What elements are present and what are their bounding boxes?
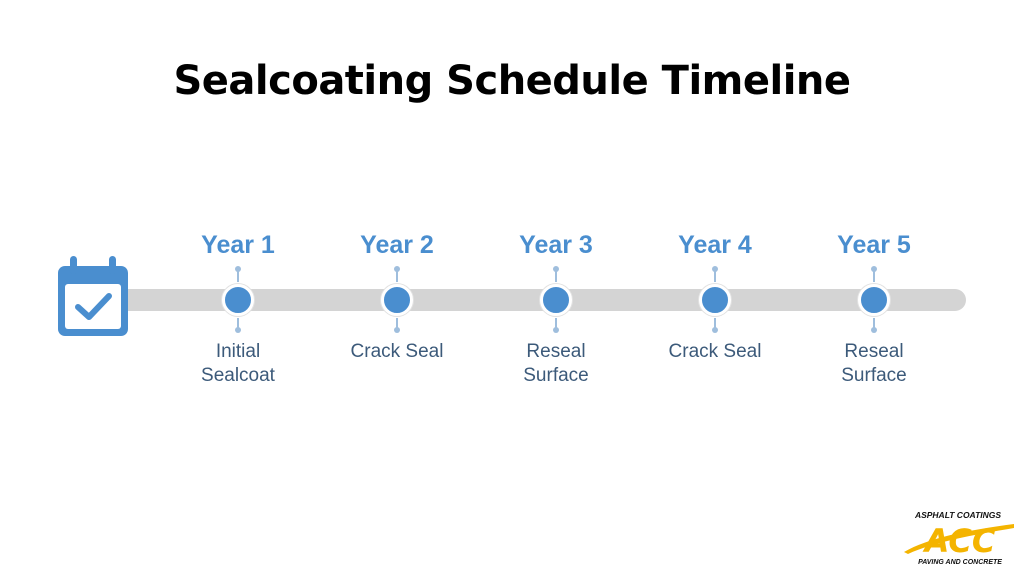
milestone-description: Reseal Surface: [476, 340, 636, 388]
connector-line: [555, 268, 557, 282]
milestone-description: Crack Seal: [635, 340, 795, 364]
connector-dot: [712, 327, 718, 333]
timeline-node: [540, 284, 572, 316]
description-line: Crack Seal: [668, 341, 762, 362]
logo-mark: ACC: [922, 522, 996, 560]
milestone-description: Reseal Surface: [794, 340, 954, 388]
connector-line: [396, 318, 398, 330]
timeline-node: [858, 284, 890, 316]
connector-line: [237, 318, 239, 330]
connector-line: [396, 268, 398, 282]
description-line: Initial: [215, 341, 261, 362]
connector-line: [237, 268, 239, 282]
company-logo: ASPHALT COATINGS ACC PAVING AND CONCRETE: [904, 510, 1014, 566]
connector-dot: [871, 327, 877, 333]
connector-line: [714, 268, 716, 282]
connector-line: [873, 268, 875, 282]
timeline-node: [699, 284, 731, 316]
connector-line: [555, 318, 557, 330]
calendar-check-icon: [58, 256, 128, 336]
connector-line: [873, 318, 875, 330]
year-label: Year 2: [360, 231, 434, 259]
logo-swoosh: [904, 524, 1014, 554]
description-line: Reseal: [844, 341, 904, 362]
connector-line: [714, 318, 716, 330]
timeline-track: [100, 289, 966, 311]
description-line: Surface: [523, 365, 589, 386]
description-line: Sealcoat: [201, 365, 275, 386]
description-line: Surface: [841, 365, 907, 386]
connector-dot: [235, 327, 241, 333]
year-label: Year 1: [201, 231, 275, 259]
description-line: Reseal: [526, 341, 586, 362]
year-label: Year 3: [519, 231, 593, 259]
milestone-description: Initial Sealcoat: [158, 340, 318, 388]
timeline-node: [381, 284, 413, 316]
logo-bottom-text: PAVING AND CONCRETE: [918, 559, 1002, 566]
year-label: Year 5: [837, 231, 911, 259]
milestone-description: Crack Seal: [317, 340, 477, 364]
logo-top-text: ASPHALT COATINGS: [914, 510, 1001, 520]
description-line: Crack Seal: [350, 341, 444, 362]
page-title: Sealcoating Schedule Timeline: [173, 58, 851, 104]
connector-dot: [553, 327, 559, 333]
year-label: Year 4: [678, 231, 752, 259]
connector-dot: [394, 327, 400, 333]
timeline-node: [222, 284, 254, 316]
